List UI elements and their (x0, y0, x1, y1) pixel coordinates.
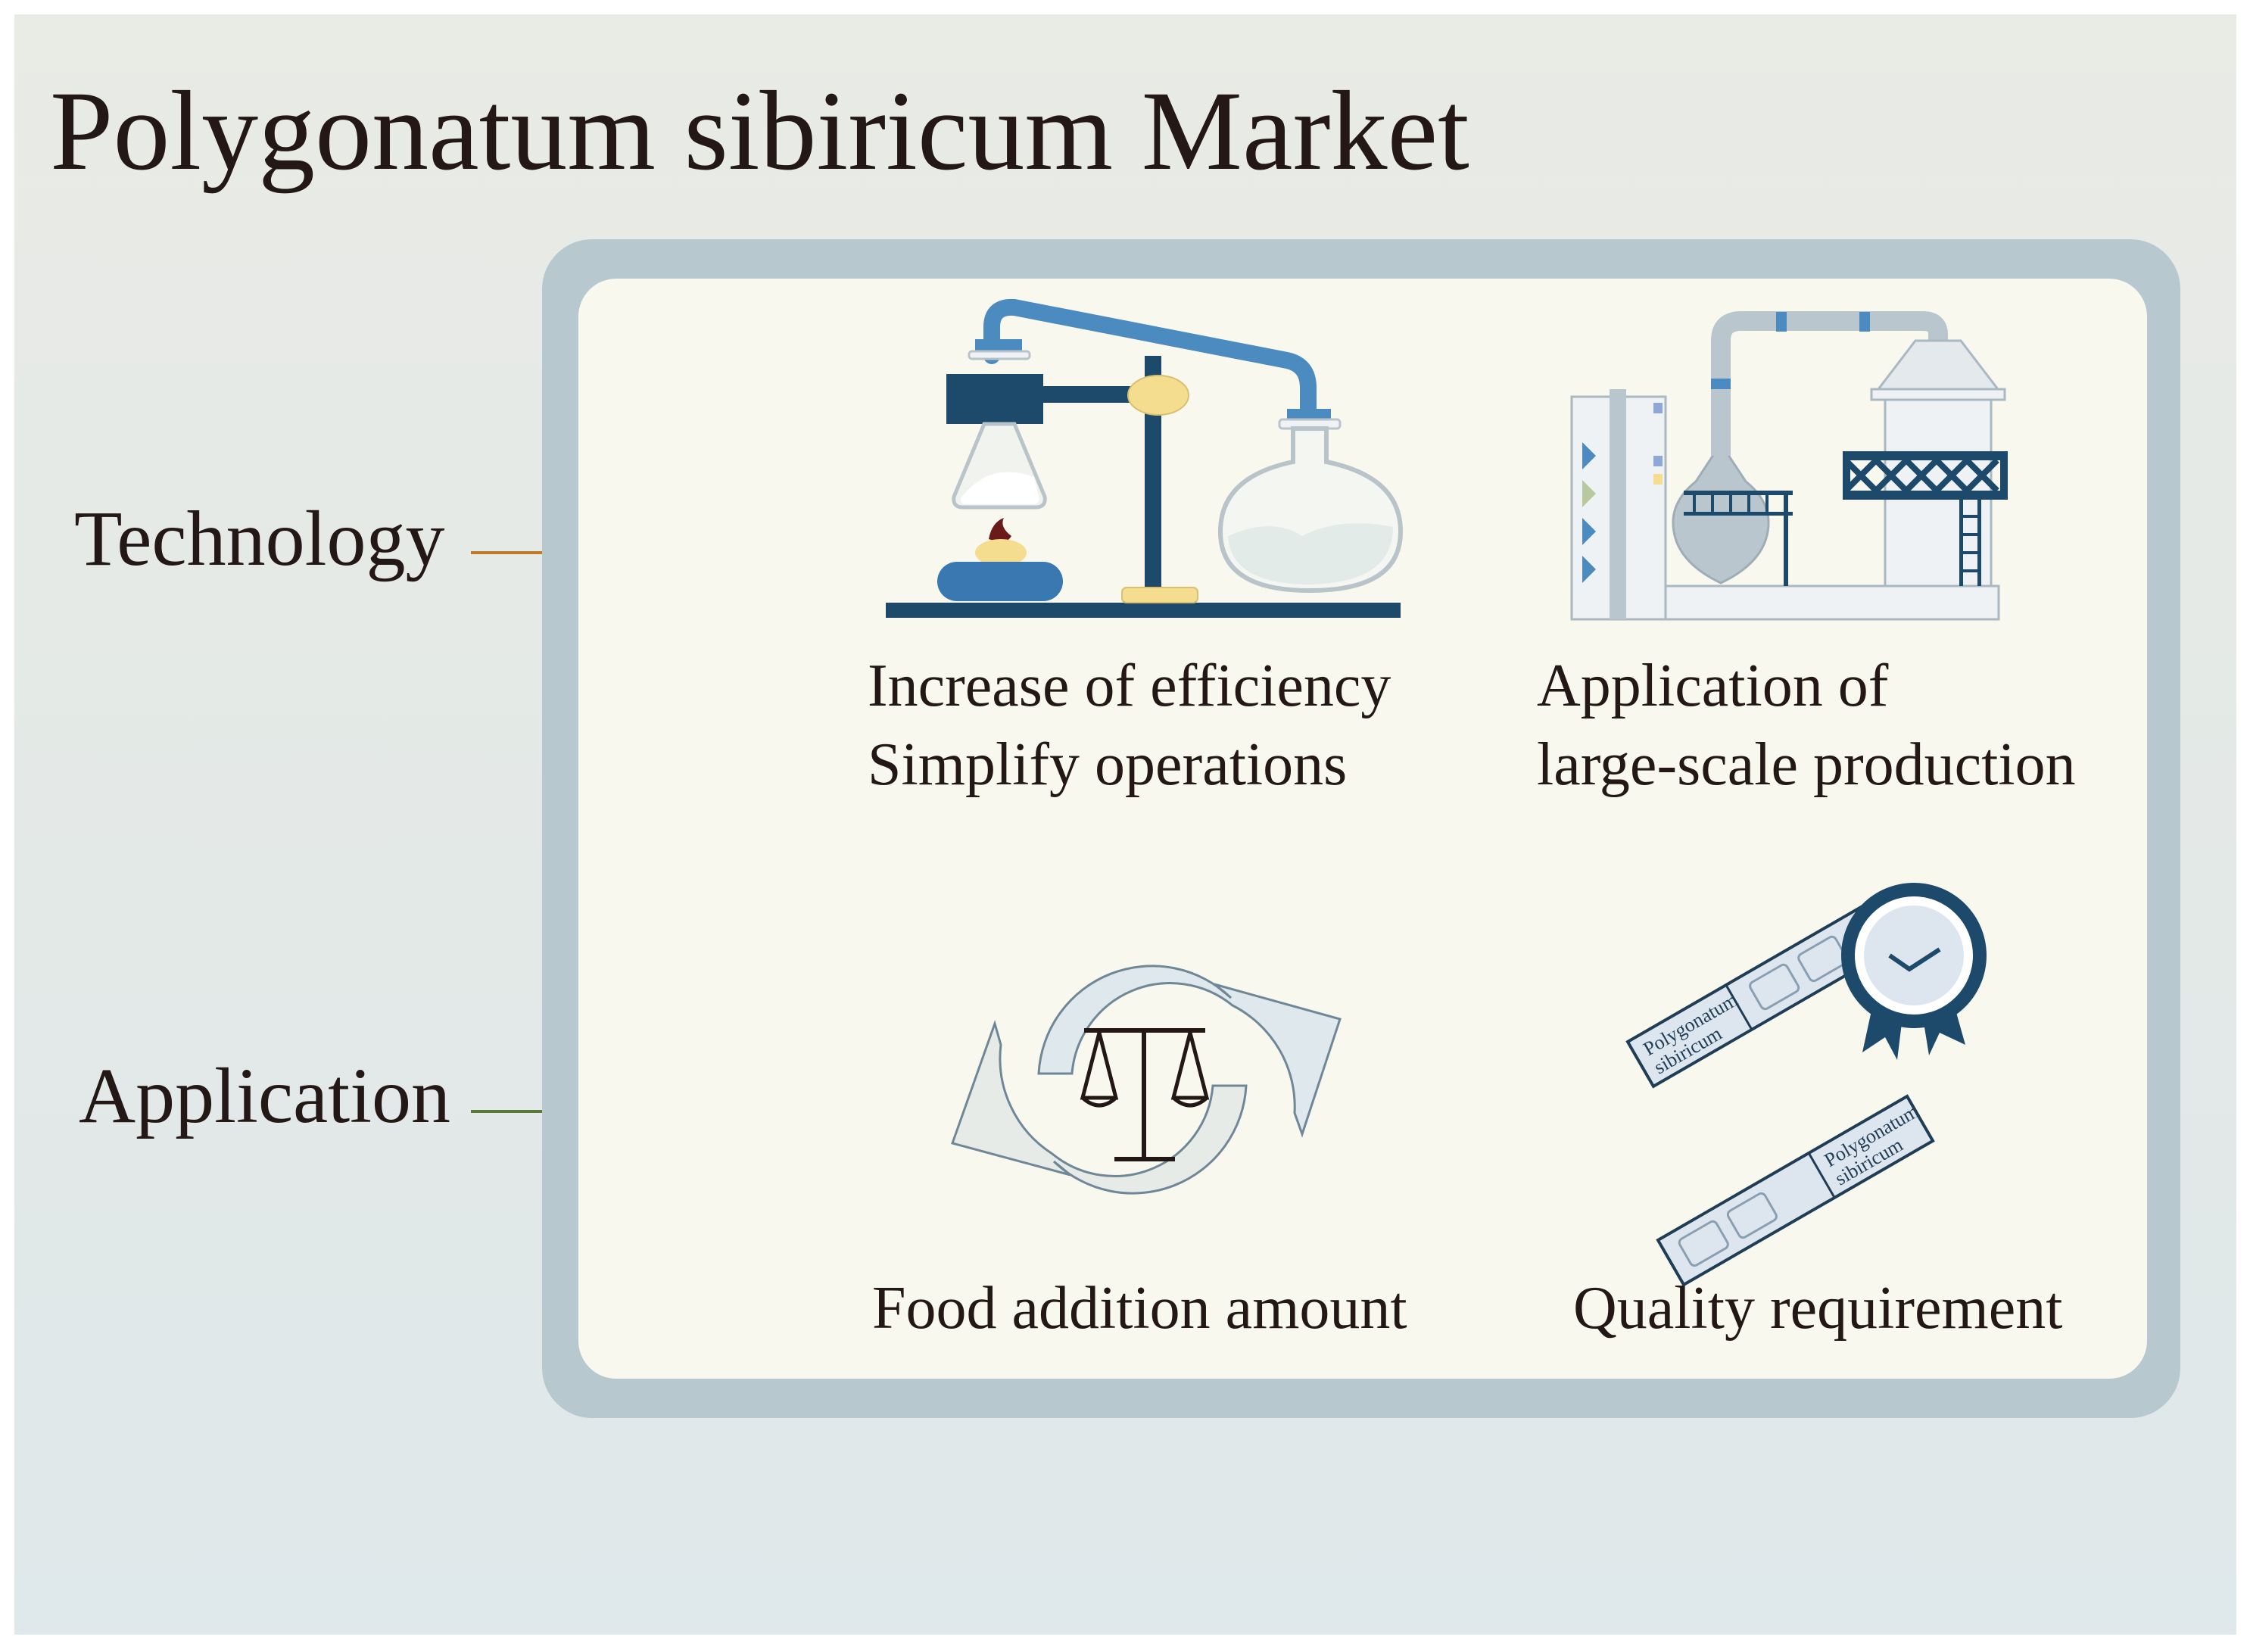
card-food-caption: Food addition amount (872, 1275, 1407, 1342)
industrial-factory-icon (1570, 311, 2008, 621)
card-production-caption-line-1: Application of (1537, 653, 1889, 719)
card-efficiency-caption-line-2: Simplify operations (868, 731, 1348, 798)
card-efficiency-caption-line-1: Increase of efficiency (868, 653, 1391, 719)
row-label-application: Application (79, 1052, 451, 1139)
page-title: Polygonatum sibiricum Market (50, 68, 1469, 194)
chemistry-lab-apparatus-icon (886, 298, 1404, 618)
row-label-technology: Technology (74, 495, 445, 582)
balance-scale-cycle-icon (951, 965, 1342, 1195)
quality-certificate-icon: Polygonatum sibiricum Polygonatum sibiri… (1625, 883, 1987, 1287)
card-production-caption-line-2: large-scale production (1537, 731, 2076, 798)
card-quality-caption: Quality requirement (1573, 1275, 2063, 1342)
